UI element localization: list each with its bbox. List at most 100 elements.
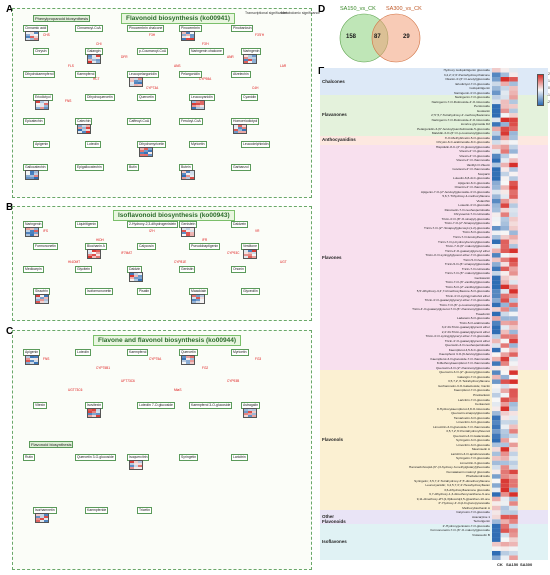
heat-cell [500,131,510,136]
heat-cell [492,289,501,294]
category-band [320,510,548,524]
metabolite-label: 3,4,2',4',6'-Pentahydroxychalcone [443,72,490,77]
flavone-enzyme-label: FNS [43,357,50,361]
heat-cell [500,496,510,502]
isoflavonoid-node: 2-Hydroxy-2,3-dihydrogenistein [127,221,179,228]
metabolite-label: Quercetin-sinapoylglucoside [451,411,490,416]
flavone-enzyme-label: FG3 [255,357,262,361]
heat-cell [509,189,518,195]
heat-cell [509,307,518,312]
heat-cell [492,180,501,186]
heat-cell [492,334,501,339]
heat-cell [492,365,501,371]
heat-cell [492,72,501,78]
heat-cell [500,406,510,412]
gene-heatmap [191,293,205,304]
heat-cell [492,329,501,335]
flavonoid-node: Pinobanksin [231,25,254,32]
heat-cell [500,194,510,199]
heat-cell [492,442,501,448]
metabolite-label: 2,4'-Di-Tricin-guaiacylglycerol ether [441,329,490,334]
flavonoid-node: Leucodelphinidin [241,140,271,148]
metabolite-label: Isoliquiritigenin [469,86,490,91]
heat-cell [500,311,510,317]
heat-cell [492,239,501,245]
gene-heatmap [25,169,39,180]
heat-cell [500,478,510,484]
heat-cell [509,343,518,348]
gene-heatmap [243,407,257,418]
heat-cell [500,356,510,362]
heat-cell [509,505,518,511]
heat-cell [500,108,510,114]
heat-cell [492,230,501,236]
heat-cell [500,230,510,236]
heat-cell [492,311,501,317]
metabolite-label: Vitexin-2''-O-rhamnoside [456,158,490,163]
heat-cell [500,185,510,190]
heat-cell [500,302,510,308]
heat-cell [492,537,501,542]
metabolite-label: Tricin-7-O-feruloylhexoside [452,235,490,239]
heat-cell [500,72,510,78]
gene-heatmap [181,31,195,41]
category-label: Isoflavones [322,538,347,544]
heat-cell [500,510,510,515]
heat-cell [492,221,501,226]
metabolite-label: Calycosin-7-O-glucoside [456,510,490,515]
flavone-node: Syringetin [179,454,199,461]
metabolite-label: Quercetin-3-O-neohesperidoside [444,343,490,348]
flavonoid-node: Pelargonidin [179,71,202,79]
flavonoid-enzyme-label: ANR [227,55,234,59]
upstream-pathway-node: Phenylpropanoid biosynthesis [33,15,91,22]
gene-heatmap [243,54,257,65]
heat-cell [500,307,510,312]
metabolite-label: Luteolin-4'-O-glucoside [458,203,490,208]
flavonoid-enzyme-label: F3H [149,33,156,37]
heat-cell [500,203,510,208]
flavone-node: Tricetin [137,506,152,514]
heat-cell [500,433,510,439]
metabolite-label: Formononetin-7-O-(6''-O-malonyl)glucosid… [430,528,490,533]
heat-cell [509,541,518,547]
isoflavonoid-node: Daidzein [231,221,249,228]
heat-cell [509,99,518,105]
metabolite-label: Luteolin-6,8-di-C-glucoside [453,176,490,181]
heat-cell [492,212,501,217]
heat-cell [492,104,501,109]
panel-letter-b: B [6,202,14,213]
metabolite-label: Kumatakenin malonyl glucoside [446,469,490,474]
heat-cell [500,221,510,226]
flavonoid-node: Butin [127,163,139,171]
flavonoid-node: Quercetin [137,94,156,102]
gene-heatmap [35,293,49,304]
heat-cell [509,135,518,141]
flavone-enzyme-label: FG2 [202,366,209,370]
heat-cell [500,352,510,357]
metabolite-label: Tricin-7-O-(6''-p-coumaroyl)glucoside [439,302,490,307]
heat-cell [509,239,518,245]
flavonoid-node: Feruloyl-CoA [179,117,203,125]
heat-cell [492,424,501,430]
metabolite-label: Genkwanin [474,275,490,280]
metabolite-label: Tricin-7-O-p-hydroxybenzoylglucoside [438,239,490,244]
heat-cell [500,514,510,520]
heat-cell [492,379,501,384]
heat-cell [509,438,518,443]
panel-letter-a: A [6,4,14,15]
heat-cell [500,365,510,371]
metabolite-label: Isookanin [476,108,490,113]
heat-cell [500,343,510,348]
heat-cell [509,225,518,231]
heat-cell [492,546,501,551]
heat-cell [492,117,501,123]
heat-cell [492,257,501,263]
isoflavonoid-node: Liquiritigenin [75,221,99,228]
metabolite-label: Tricin-4'-O-guaiacylglycerol ether [444,338,490,343]
metabolite-label: Laricitrin-3-O-apiofuranoside [450,451,490,456]
heat-cell [509,447,518,452]
flavonoid-node: Cyanidin [241,94,259,102]
heat-cell [500,180,510,186]
heat-cell [509,465,518,470]
metabolite-label: Tsaedunin [475,311,490,316]
